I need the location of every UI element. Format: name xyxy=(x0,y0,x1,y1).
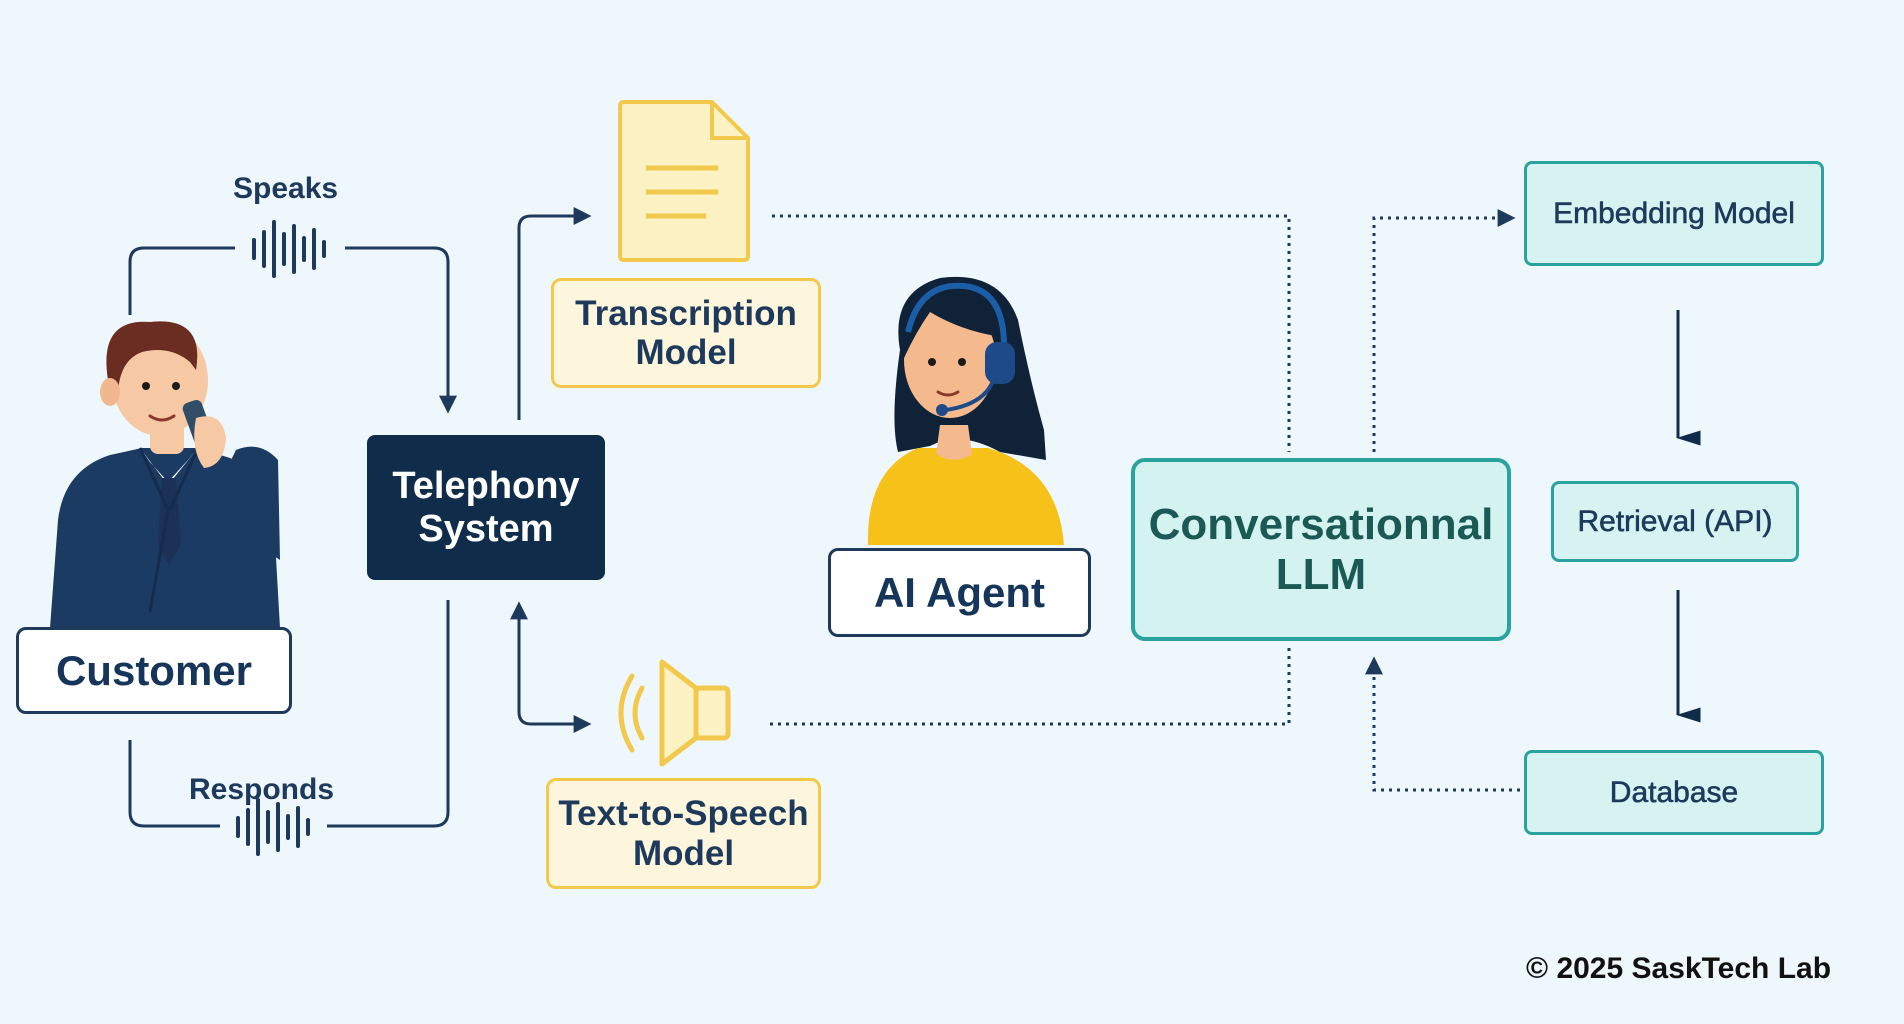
sound-wave-icon xyxy=(236,798,310,856)
database-to-llm-dotted xyxy=(1365,656,1520,792)
llm-to-embedding-dotted xyxy=(1372,209,1516,452)
telephony-system-box: Telephony System xyxy=(367,435,605,580)
headset-agent-icon xyxy=(867,276,1064,545)
speaks-connector xyxy=(128,246,235,315)
responds-connector-right xyxy=(327,600,450,828)
conversational-llm-box: Conversationnal LLM xyxy=(1131,458,1511,641)
speaks-arrow xyxy=(345,246,457,414)
speaks-label: Speaks xyxy=(233,172,339,205)
customer-label: Customer xyxy=(16,627,292,714)
llm-to-tts-dotted xyxy=(768,648,1291,726)
speaker-icon xyxy=(618,659,731,767)
telephony-to-transcription-arrow xyxy=(517,207,592,420)
businessman-on-phone-icon xyxy=(50,321,280,628)
copyright-footer: © 2025 SaskTech Lab xyxy=(1526,952,1832,985)
transcription-model-box: Transcription Model xyxy=(551,278,821,388)
responds-connector xyxy=(128,740,220,828)
document-icon xyxy=(618,100,750,262)
transcription-to-llm-dotted xyxy=(772,214,1291,452)
retrieval-api-box: Retrieval (API) xyxy=(1551,481,1799,562)
tts-to-telephony-arrow xyxy=(510,601,592,733)
database-box: Database xyxy=(1524,750,1824,835)
embedding-model-box: Embedding Model xyxy=(1524,161,1824,266)
sound-wave-icon xyxy=(252,220,326,278)
text-to-speech-model-box: Text-to-Speech Model xyxy=(546,778,821,889)
ai-agent-label: AI Agent xyxy=(828,548,1091,637)
responds-label: Responds xyxy=(189,773,335,806)
